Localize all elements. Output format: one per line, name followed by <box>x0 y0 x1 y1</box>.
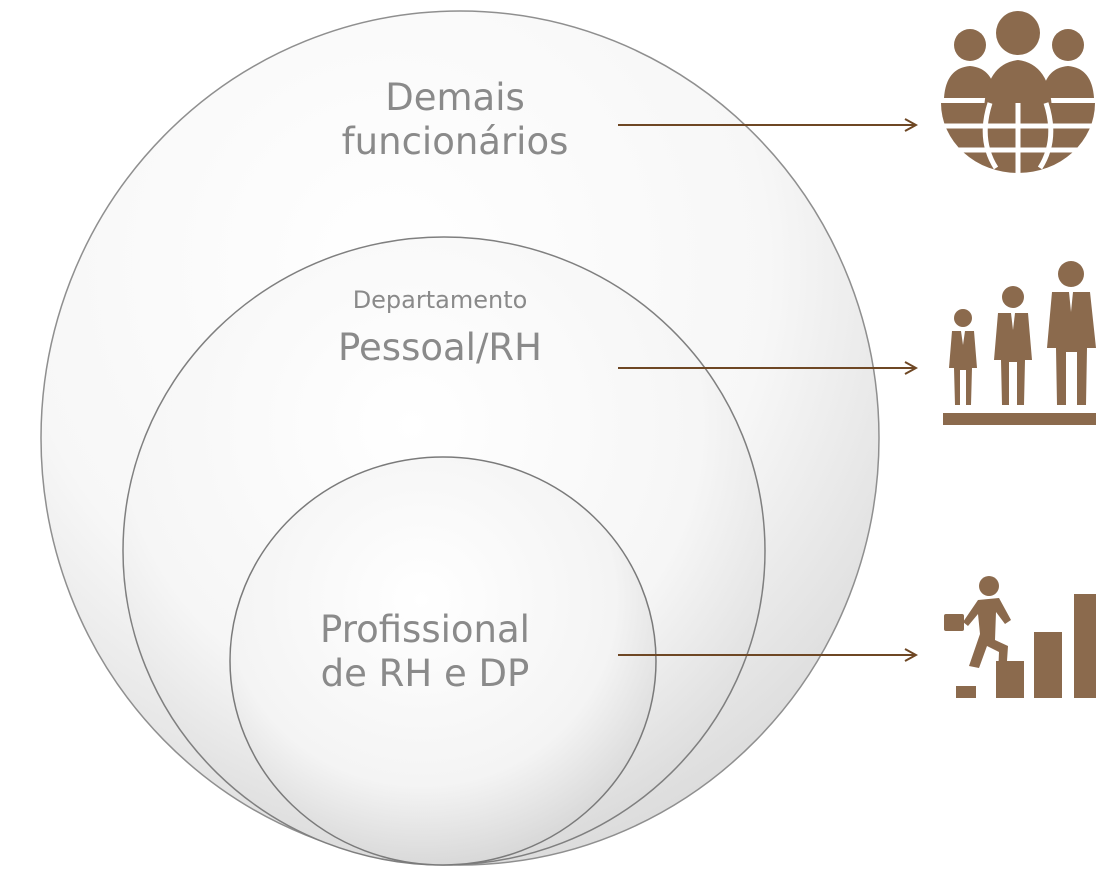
business-team-icon <box>943 261 1096 425</box>
inner-label-line-1: Profissional <box>320 608 530 651</box>
people-globe-icon <box>941 11 1095 173</box>
outer-label-line-1: Demais <box>385 76 525 119</box>
career-growth-icon <box>944 576 1096 698</box>
inner-circle-label: Profissional de RH e DP <box>300 608 550 697</box>
middle-circle-label-small: Departamento <box>352 286 528 314</box>
inner-circle <box>229 456 657 866</box>
outer-label-line-2: funcionários <box>341 120 569 164</box>
outer-circle-label: Demais funcionários <box>330 76 580 165</box>
middle-circle-label-large: Pessoal/RH <box>338 326 542 369</box>
inner-label-line-2: de RH e DP <box>320 652 530 696</box>
